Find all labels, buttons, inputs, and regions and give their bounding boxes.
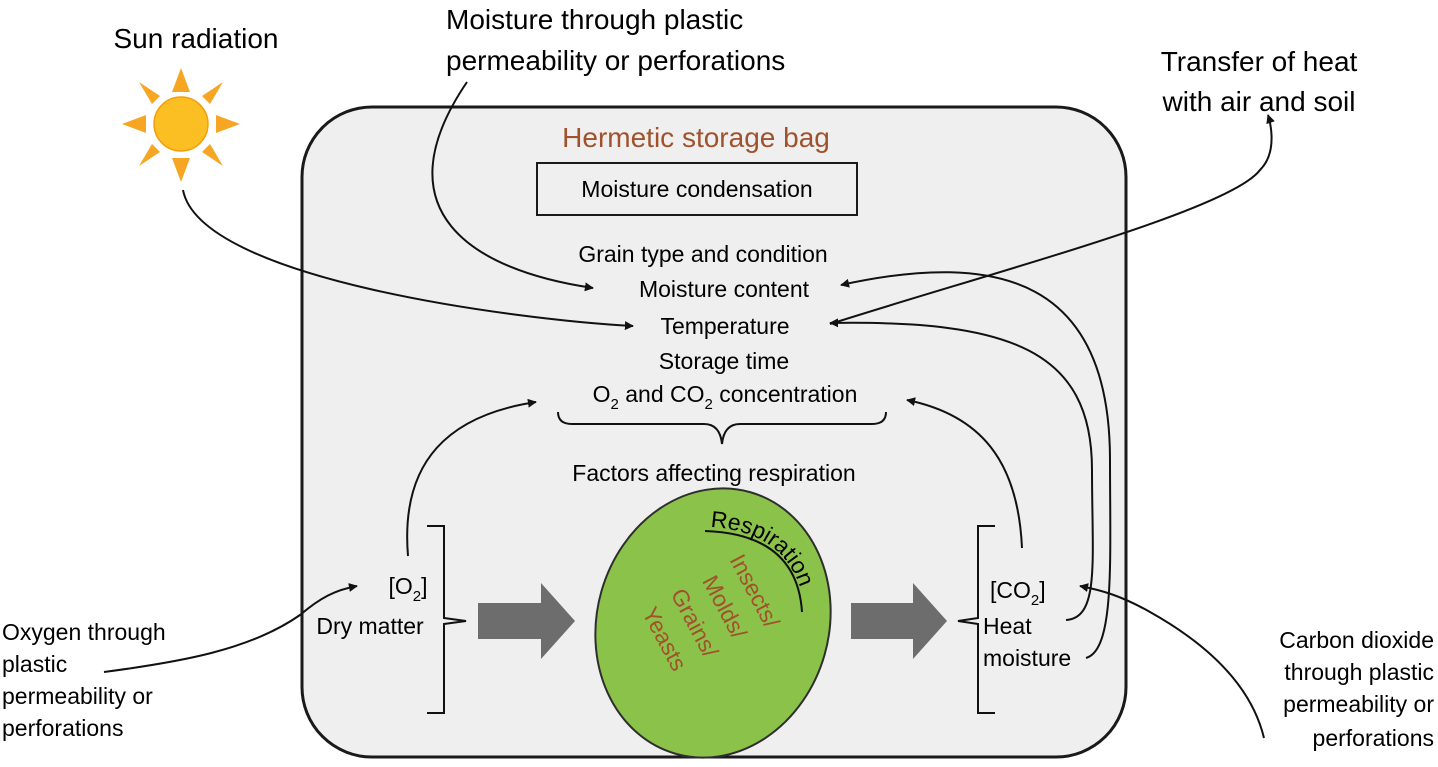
moisture-out-label: moisture bbox=[983, 645, 1071, 671]
inputs-bracket bbox=[427, 525, 467, 714]
factor-temperature: Temperature bbox=[660, 313, 789, 339]
arrow-sun-to-temperature bbox=[182, 189, 634, 331]
sun-icon bbox=[122, 68, 240, 182]
factor-time: Storage time bbox=[659, 348, 789, 374]
connectors bbox=[103, 81, 1275, 739]
arrow-co2-to-concentration bbox=[906, 397, 1023, 549]
co2-in-label-line4: perforations bbox=[1313, 725, 1434, 751]
oxygen-in-label-line4: perforations bbox=[2, 715, 123, 741]
bag-title: Hermetic storage bag bbox=[562, 122, 830, 153]
arrow-temperature-to-heat-transfer bbox=[829, 114, 1275, 325]
arrow-oxygen-in bbox=[103, 583, 358, 673]
outputs-bracket bbox=[957, 525, 995, 714]
block-arrow-out bbox=[851, 583, 947, 659]
o2-label: [O2] bbox=[388, 573, 427, 605]
organisms-ellipse bbox=[594, 487, 832, 759]
factor-moisture: Moisture content bbox=[639, 276, 810, 302]
factors-caption: Factors affecting respiration bbox=[572, 460, 855, 486]
block-arrow-in bbox=[478, 583, 575, 659]
moisture-in-label-line1: Moisture through plastic bbox=[446, 4, 743, 35]
co2-in-label-line1: Carbon dioxide bbox=[1279, 627, 1434, 653]
arrow-heat-to-temperature bbox=[829, 318, 1094, 621]
dry-matter-label: Dry matter bbox=[316, 613, 424, 639]
condensation-label: Moisture condensation bbox=[581, 176, 812, 202]
arrow-o2-to-concentration bbox=[406, 398, 537, 557]
moisture-in-label-line2: permeability or perforations bbox=[446, 45, 785, 76]
factor-grain: Grain type and condition bbox=[578, 241, 827, 267]
condensation-box bbox=[536, 162, 858, 216]
sun-radiation-label: Sun radiation bbox=[113, 23, 278, 54]
co2-in-label-line2: through plastic bbox=[1284, 659, 1434, 685]
oxygen-in-label-line1: Oxygen through bbox=[2, 619, 166, 645]
co2-in-label-line3: permeability or bbox=[1283, 691, 1434, 717]
oxygen-in-label-line3: permeability or bbox=[2, 683, 153, 709]
arrow-co2-in bbox=[1079, 583, 1265, 739]
arrow-moisture-to-content-return bbox=[840, 271, 1112, 659]
heat-transfer-label-line1: Transfer of heat bbox=[1161, 46, 1358, 77]
heat-transfer-label-line2: with air and soil bbox=[1162, 86, 1356, 117]
factor-gas-concentration: O2 and CO2 concentration bbox=[593, 381, 858, 413]
co2-label: [CO2] bbox=[990, 577, 1046, 609]
oxygen-in-label-line2: plastic bbox=[2, 651, 67, 677]
respiration-arc bbox=[704, 530, 803, 613]
factors-brace bbox=[557, 411, 887, 445]
arrow-moisture-to-content bbox=[431, 81, 594, 292]
heat-label: Heat bbox=[983, 613, 1032, 639]
